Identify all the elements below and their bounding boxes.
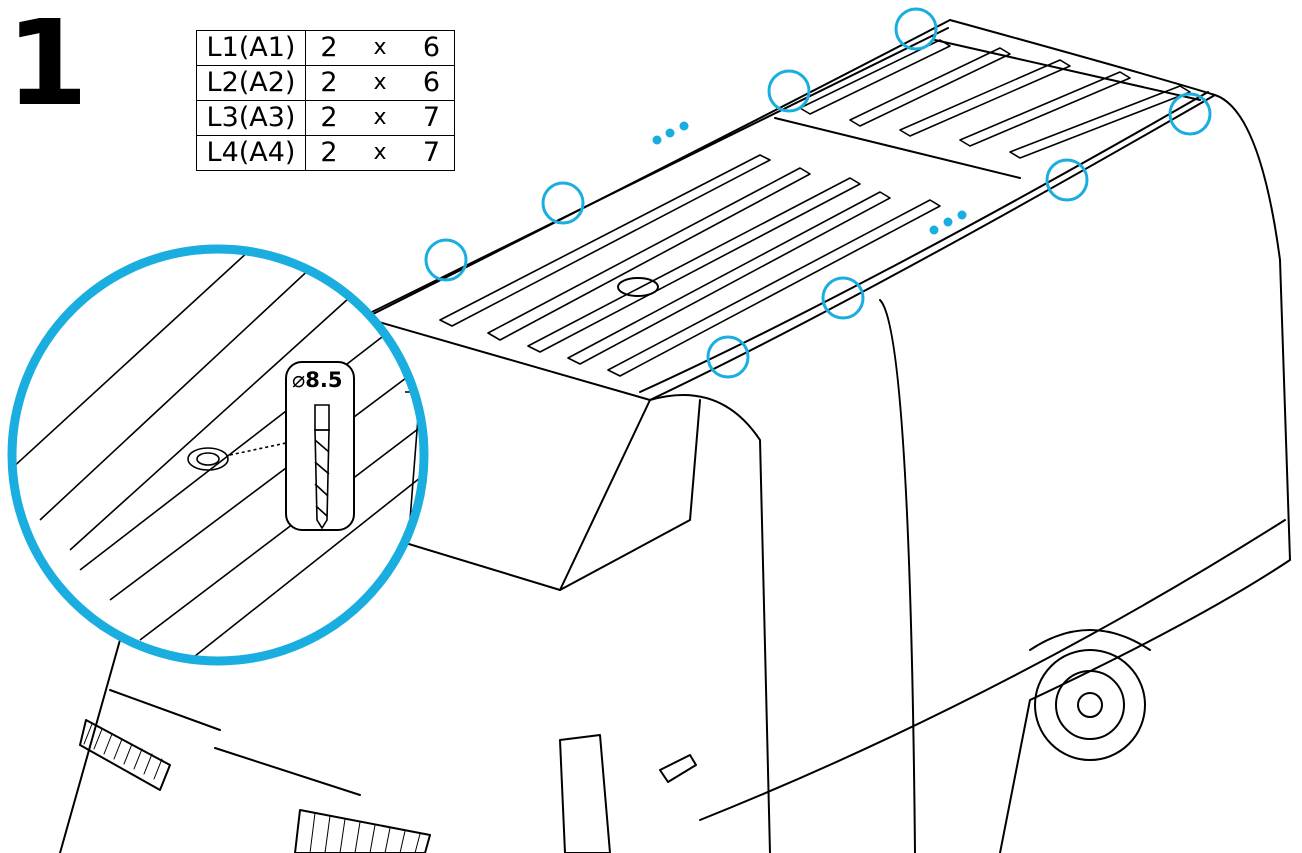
ellipsis-dots-icon: [652, 135, 662, 145]
hole-callout: [1168, 92, 1212, 136]
part-count: 6: [408, 65, 455, 101]
part-code: L2(A2): [196, 65, 306, 101]
table-row: L2(A2) 2 x 6: [196, 65, 455, 101]
drill-diameter-label: ⌀8.5: [292, 368, 342, 393]
hole-callout: [541, 181, 585, 225]
table-row: L4(A4) 2 x 7: [196, 135, 455, 171]
part-count: 7: [408, 100, 455, 136]
zoom-detail-circle: [7, 244, 429, 666]
multiply-sign: x: [352, 30, 408, 66]
hole-callout: [894, 7, 938, 51]
spec-table: L1(A1) 2 x 6 L2(A2) 2 x 6 L3(A3) 2 x 7 L…: [196, 30, 455, 171]
hole-callout: [706, 335, 750, 379]
step-number: 1: [6, 0, 89, 132]
diameter-value: 8.5: [305, 368, 343, 392]
table-row: L3(A3) 2 x 7: [196, 100, 455, 136]
hole-callout: [767, 69, 811, 113]
hole-callout: [424, 238, 468, 282]
hole-callout: [1045, 158, 1089, 202]
part-count: 6: [408, 30, 455, 66]
multiply-sign: x: [352, 135, 408, 171]
mounting-hole-icon: [187, 447, 229, 471]
part-code: L1(A1): [196, 30, 306, 66]
ellipsis-dots-icon: [929, 225, 939, 235]
part-count: 7: [408, 135, 455, 171]
multiply-sign: x: [352, 65, 408, 101]
multiply-sign: x: [352, 100, 408, 136]
part-code: L4(A4): [196, 135, 306, 171]
part-qty: 2: [305, 65, 352, 101]
part-qty: 2: [305, 135, 352, 171]
drill-bit-badge: [285, 361, 355, 531]
part-qty: 2: [305, 30, 352, 66]
hole-callout: [821, 276, 865, 320]
drill-bit-icon: [314, 404, 330, 530]
table-row: L1(A1) 2 x 6: [196, 30, 455, 66]
part-qty: 2: [305, 100, 352, 136]
diameter-symbol: ⌀: [292, 368, 306, 393]
part-code: L3(A3): [196, 100, 306, 136]
